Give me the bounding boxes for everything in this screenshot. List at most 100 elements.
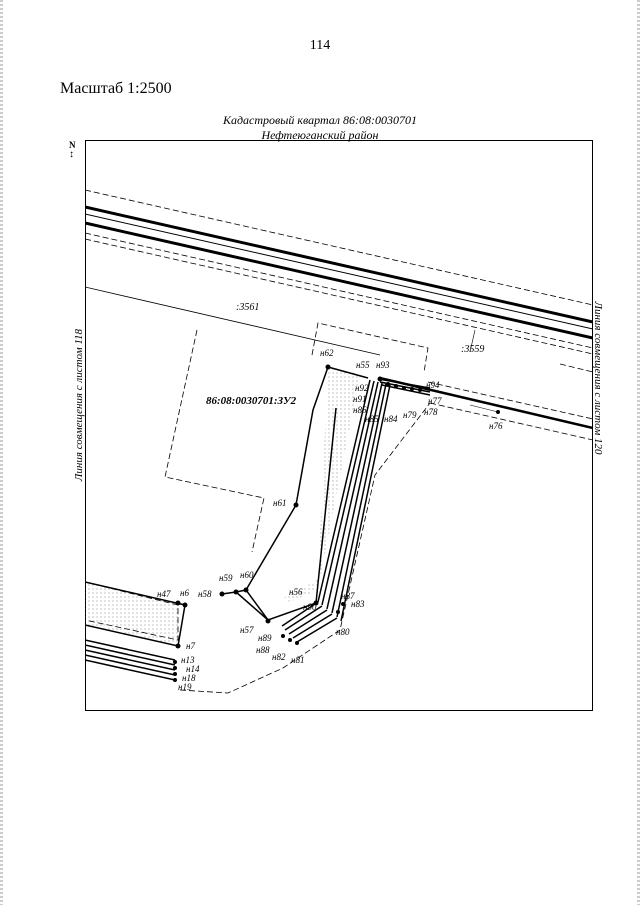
point-marker <box>336 610 340 614</box>
point-label: н47 <box>157 589 171 599</box>
point-label: н14 <box>186 664 200 674</box>
point-label: н82 <box>272 652 286 662</box>
point-label: н56 <box>289 587 303 597</box>
point-label: н87 <box>341 591 355 601</box>
right-sheet-label: Линия совмещения с листом 120 <box>592 301 604 455</box>
road-line-thick <box>85 221 593 340</box>
point-marker <box>265 618 271 624</box>
page-number: 114 <box>309 38 331 53</box>
left-sheet-label: Линия совмещения с листом 118 <box>73 328 85 482</box>
point-marker <box>402 386 406 390</box>
road-boundary-dashed <box>85 189 593 306</box>
pipe-line <box>326 381 379 610</box>
existing-parcel-boundary <box>164 329 265 553</box>
parcel-3559-boundary <box>311 322 429 373</box>
pipe-line <box>85 649 176 671</box>
leader-line <box>469 404 499 413</box>
point-label: н18 <box>182 673 196 683</box>
road-boundary-dashed <box>85 232 593 349</box>
point-label: н91 <box>353 394 367 404</box>
point-label: н92 <box>355 383 369 393</box>
pipe-line <box>288 609 328 635</box>
pipe-line <box>85 639 176 661</box>
point-label: н6 <box>180 588 189 598</box>
road-boundary-dashed <box>427 381 593 420</box>
point-marker <box>288 638 292 642</box>
parcel-zu2-boundary <box>327 366 369 379</box>
point-label: н89 <box>258 633 272 643</box>
outer-dashed-boundary <box>179 402 431 694</box>
point-label: н57 <box>240 625 254 635</box>
point-label: н94 <box>426 380 440 390</box>
point-label: н19 <box>178 682 192 692</box>
point-marker <box>233 589 239 595</box>
point-label: н62 <box>320 348 334 358</box>
pipe-line <box>281 601 319 627</box>
point-marker <box>418 388 422 392</box>
point-label: н86 <box>353 405 367 415</box>
point-label: н88 <box>256 645 270 655</box>
point-marker <box>293 502 299 508</box>
pipe-line <box>331 382 383 614</box>
cadastral-quarter: Кадастровый квартал 86:08:0030701 <box>223 113 417 127</box>
point-label: н77 <box>428 396 442 406</box>
district-name: Нефтеюганский район <box>261 128 379 142</box>
point-label: н90 <box>303 602 317 612</box>
point-marker <box>410 387 414 391</box>
point-marker <box>173 660 177 664</box>
point-marker <box>243 587 249 593</box>
parcel-zu2-boundary <box>235 591 269 621</box>
pipe-line <box>292 613 333 639</box>
point-label: н79 <box>403 410 417 420</box>
point-label: н55 <box>356 360 370 370</box>
point-label: н7 <box>186 641 195 651</box>
pipe-line <box>321 380 375 606</box>
point-label: н59 <box>219 573 233 583</box>
pipe-line <box>85 654 176 676</box>
point-marker <box>173 678 177 682</box>
point-marker <box>175 600 181 606</box>
road-line-thin <box>85 213 593 330</box>
parcel-3561-boundary <box>85 286 381 356</box>
point-marker <box>496 410 500 414</box>
pipe-line <box>85 644 176 666</box>
pipe-line <box>377 378 431 389</box>
north-arrow-icon: ↕ <box>69 149 74 160</box>
road-line-thick <box>85 205 593 324</box>
parcel-number: :3559 <box>461 344 485 355</box>
pipe-line <box>284 605 323 631</box>
point-marker <box>173 666 177 670</box>
leader-line <box>469 329 476 353</box>
parcel-number: :3561 <box>236 302 260 313</box>
point-label: н85 <box>365 414 379 424</box>
point-marker <box>313 600 319 606</box>
point-label: н76 <box>489 421 503 431</box>
point-marker <box>295 641 299 645</box>
parcel-zu2-left-boundary <box>85 581 186 647</box>
pipe-line <box>340 384 391 622</box>
road-boundary-dashed <box>559 363 593 373</box>
point-label: н84 <box>384 414 398 424</box>
point-label: н81 <box>291 655 305 665</box>
point-label: н78 <box>424 407 438 417</box>
right-page-edge <box>637 0 640 905</box>
point-marker <box>341 602 345 606</box>
road-boundary-dashed <box>429 402 593 441</box>
pipe-line <box>85 659 176 681</box>
point-label: н61 <box>273 498 287 508</box>
pipe-line <box>296 617 338 643</box>
point-marker <box>281 634 285 638</box>
road-boundary-dashed <box>85 238 593 355</box>
pipe-line <box>381 384 431 396</box>
point-marker <box>175 643 181 649</box>
north-arrow: N ↕ <box>69 140 76 160</box>
map-scale: Масштаб 1:2500 <box>60 80 172 97</box>
map-header: Кадастровый квартал 86:08:0030701 Нефтею… <box>0 113 640 143</box>
point-label: н83 <box>351 599 365 609</box>
point-marker <box>325 364 331 370</box>
point-marker <box>377 376 383 382</box>
point-marker <box>394 384 398 388</box>
pipe-line <box>317 379 371 603</box>
pipe-line <box>336 383 387 618</box>
